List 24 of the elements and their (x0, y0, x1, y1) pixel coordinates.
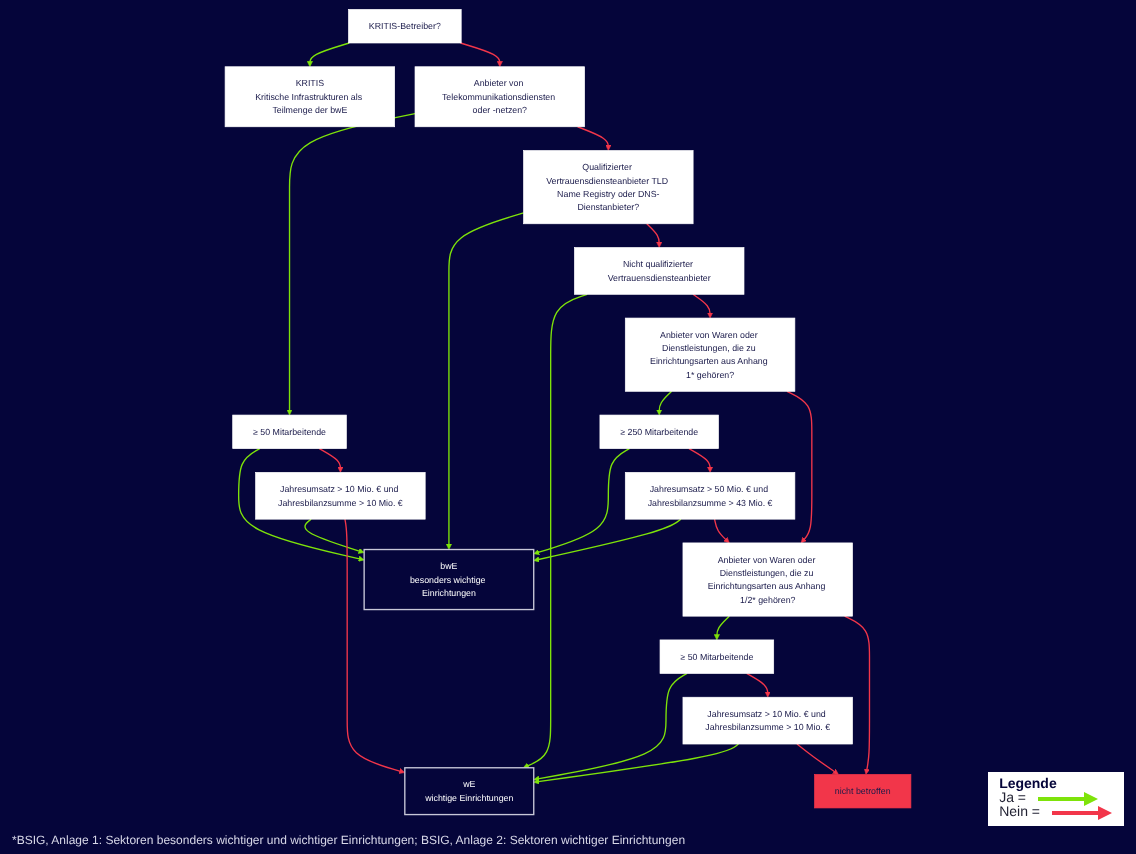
arrow (688, 447, 714, 473)
arrow (304, 518, 365, 554)
arrow (796, 743, 839, 775)
arrow (306, 42, 350, 67)
arrow (318, 447, 344, 473)
arrow (344, 518, 406, 774)
arrow (646, 223, 663, 248)
arrow (286, 112, 416, 416)
arrow (692, 293, 714, 319)
arrow (746, 672, 771, 698)
arrow (786, 390, 813, 544)
arrow (533, 743, 740, 785)
arrow (533, 672, 688, 782)
arrow (459, 42, 503, 67)
arrow (713, 615, 730, 641)
arrow (445, 212, 525, 550)
arrow (533, 447, 631, 556)
arrow (523, 293, 588, 769)
arrow (533, 518, 682, 563)
arrow (238, 447, 365, 562)
arrow (713, 518, 730, 544)
arrow (843, 615, 871, 775)
arrow (576, 126, 612, 151)
arrow (656, 390, 673, 416)
